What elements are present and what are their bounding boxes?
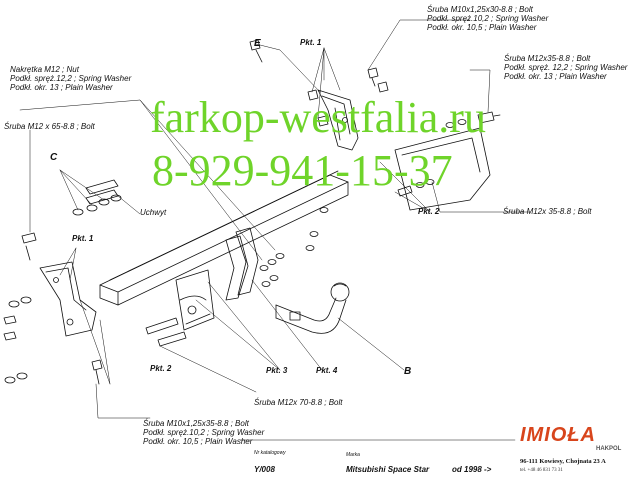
year-value: od 1998 -> bbox=[452, 465, 492, 474]
point-3: Pkt. 3 bbox=[266, 366, 288, 375]
label-bolt-bottom-left: Śruba M10x1,25x35-8.8 ; Bolt Podkł. sprę… bbox=[143, 419, 265, 446]
imiola-logo: IMIOŁA bbox=[520, 424, 596, 446]
company-address: 96-111 Kowiesy, Chojnata 23 A bbox=[520, 458, 606, 465]
brand-label: Marka bbox=[346, 452, 360, 458]
letter-e: E bbox=[254, 38, 261, 49]
left-bolts bbox=[3, 232, 103, 385]
catalog-label: Nr katalogowy bbox=[254, 450, 286, 456]
catalog-value: Y/008 bbox=[254, 465, 275, 474]
watermark-site: farkop-westfalia.ru bbox=[150, 93, 486, 142]
point-2-right: Pkt. 2 bbox=[418, 207, 440, 216]
center-nuts bbox=[145, 207, 329, 347]
rear-mount-plate bbox=[394, 127, 491, 211]
right-side-bracket bbox=[317, 89, 359, 151]
tow-ball bbox=[275, 282, 350, 334]
top-bolts bbox=[249, 39, 389, 127]
hakpol-logo: HAKPOL bbox=[596, 446, 622, 452]
label-uchwyt: Uchwyt bbox=[140, 208, 167, 217]
watermark-phone: 8-929-941-15-37 bbox=[152, 146, 453, 195]
ball-mount-socket bbox=[175, 269, 215, 331]
crossbar bbox=[99, 170, 349, 306]
center-hanger-plates bbox=[225, 227, 259, 301]
brand-value: Mitsubishi Space Star bbox=[346, 465, 430, 474]
label-bolt-m12x35-right: Śruba M12x 35-8.8 ; Bolt bbox=[503, 207, 592, 216]
uchwyt-washer-stack bbox=[72, 179, 122, 216]
point-2-bottom: Pkt. 2 bbox=[150, 364, 172, 373]
label-nut-left: Nakrętka M12 ; Nut Podkł. spręż.12,2 ; S… bbox=[10, 65, 132, 92]
company-phone: tel. +48 46 831 73 31 bbox=[520, 468, 563, 473]
right-bolts bbox=[397, 111, 501, 197]
label-bolt-top-right: Śruba M10x1,25x30-8.8 ; Bolt Podkł. sprę… bbox=[427, 5, 549, 32]
point-1-top: Pkt. 1 bbox=[300, 38, 322, 47]
label-bolt-m12x65: Śruba M12 x 65-8.8 ; Bolt bbox=[4, 122, 95, 131]
label-bolt-m12x70: Śruba M12x 70-8.8 ; Bolt bbox=[254, 398, 343, 407]
point-4: Pkt. 4 bbox=[316, 366, 338, 375]
left-side-bracket bbox=[39, 261, 97, 337]
label-bolt-right: Śruba M12x35-8.8 ; Bolt Podkł. spręż. 12… bbox=[504, 54, 628, 81]
letter-b: B bbox=[404, 366, 412, 377]
letter-c: C bbox=[50, 152, 58, 163]
point-1-left: Pkt. 1 bbox=[72, 234, 94, 243]
leader-lines bbox=[19, 19, 531, 419]
